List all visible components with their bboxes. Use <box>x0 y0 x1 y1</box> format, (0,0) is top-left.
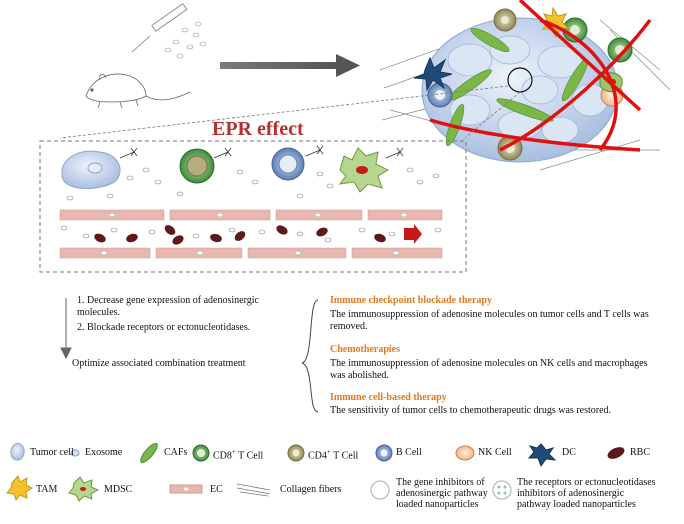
legend-cd4-prefix: CD4 <box>308 450 327 462</box>
therapy-title-checkpoint: Immune checkpoint blockade therapy <box>330 295 492 306</box>
legend-cd8-plus: + <box>231 448 236 456</box>
tumor-cluster <box>379 0 671 171</box>
legend-ec: EC <box>210 484 223 495</box>
legend-cd8-prefix: CD8 <box>213 450 232 462</box>
epr-particles <box>60 167 442 243</box>
legend-icons <box>6 442 625 502</box>
legend-dc: DC <box>562 447 576 458</box>
legend-nk-cell: NK Cell <box>478 447 512 458</box>
therapy-desc-checkpoint: The immunosuppression of adenosine molec… <box>330 309 649 332</box>
epr-title: EPR effect <box>212 118 304 140</box>
legend-receptor-inhibitors: The receptors or ectonucleotidases inhib… <box>517 477 656 510</box>
flow-direction-icon <box>404 224 422 244</box>
legend-gene-inhib-line2: adenosinergic pathway <box>396 488 488 499</box>
legend-b-cell: B Cell <box>396 447 422 458</box>
legend-cd8-suffix: T Cell <box>235 450 264 462</box>
epr-vessel <box>59 209 443 259</box>
legend-tam: TAM <box>36 484 58 495</box>
epr-cd8-cell <box>179 148 215 184</box>
epr-b-cell <box>271 147 305 181</box>
therapy-title-chemo: Chemotherapies <box>330 344 400 355</box>
legend-rec-inhib-line3: pathway loaded nanoparticles <box>517 499 636 510</box>
legend-gene-inhibitors: The gene inhibitors of adenosinergic pat… <box>396 477 488 510</box>
legend-cd4-suffix: T Cell <box>330 450 359 462</box>
optimize-text: Optimize associated combination treatmen… <box>72 358 246 369</box>
epr-tumor-cell <box>61 150 121 189</box>
legend-cafs: CAFs <box>164 447 188 458</box>
legend-collagen: Collagen fibers <box>280 484 342 495</box>
syringe-icon <box>131 3 188 53</box>
legend-gene-inhib-line1: The gene inhibitors of <box>396 477 485 488</box>
therapy-title-cellbased: Immune cell-based therapy <box>330 392 447 403</box>
step-arrow-icon <box>60 298 72 360</box>
legend-tumor-cell: Tumor cell <box>30 447 74 458</box>
flow-arrow-icon <box>220 54 360 77</box>
legend-cd4: CD4+ T Cell <box>308 447 358 461</box>
legend-mdsc: MDSC <box>104 484 133 495</box>
mouse-icon <box>85 73 191 109</box>
therapy-desc-chemo: The immunosuppression of adenosine molec… <box>330 358 648 381</box>
epr-receptor-icons <box>119 145 404 159</box>
legend-rec-inhib-line2: inhibitors of adenosinergic <box>517 488 625 499</box>
legend-rbc: RBC <box>630 447 651 458</box>
therapy-desc-cellbased: The sensitivity of tumor cells to chemot… <box>330 405 612 416</box>
zoom-lines <box>59 85 521 139</box>
legend-rec-inhib-line1: The receptors or ectonucleotidases <box>517 477 656 488</box>
therapy-bracket <box>301 299 319 413</box>
epr-mdsc-cell <box>338 147 390 193</box>
legend-gene-inhib-line3: loaded nanoparticles <box>396 499 479 510</box>
legend-exosome: Exosome <box>85 447 123 458</box>
step-1: 1. Decrease gene expression of adenosine… <box>77 295 259 318</box>
epr-box <box>39 140 467 273</box>
syringe-particles <box>164 21 207 59</box>
legend-cd8: CD8+ T Cell <box>213 447 263 461</box>
step-2: 2. Blockade receptors or ectonucleotidas… <box>77 322 251 333</box>
legend-cd4-plus: + <box>326 448 331 456</box>
epr-rbc <box>94 225 386 245</box>
